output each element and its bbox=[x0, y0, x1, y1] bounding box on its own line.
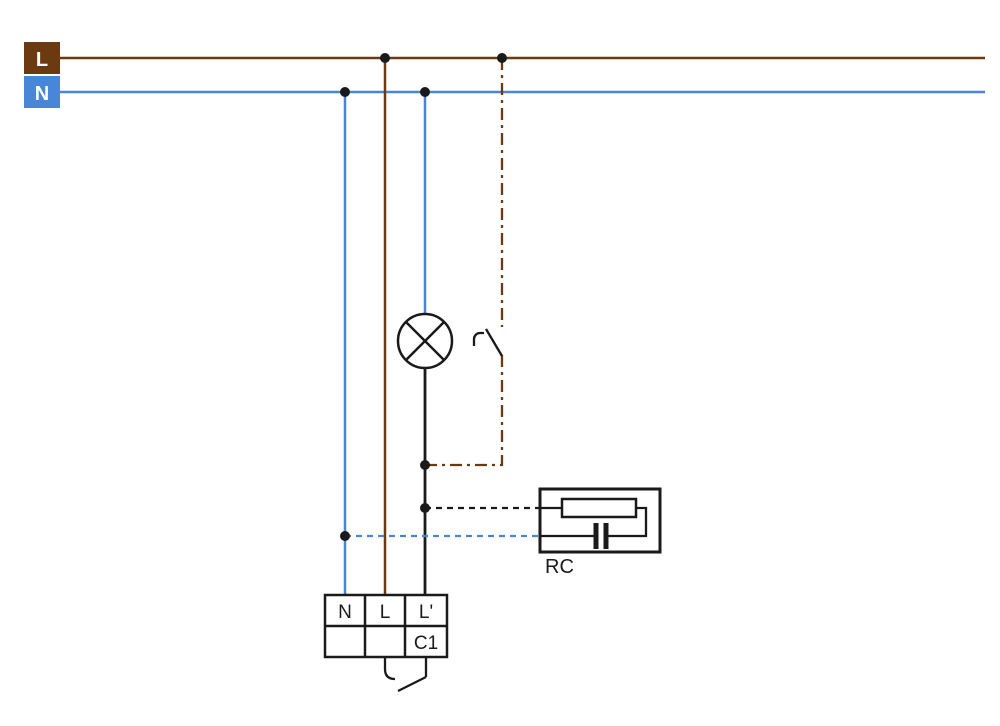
junction-dot bbox=[497, 53, 507, 63]
junction-dot bbox=[340, 87, 350, 97]
terminal-block: N L L' C1 bbox=[323, 593, 449, 659]
live-bus-label: L bbox=[36, 49, 48, 71]
neutral-bus-label: N bbox=[35, 83, 49, 105]
switch-branch-lower bbox=[425, 355, 504, 467]
lamp-symbol bbox=[396, 312, 454, 370]
neutral-label-box bbox=[24, 76, 60, 108]
rc-module: RC bbox=[538, 487, 662, 578]
terminal-label-l: L bbox=[380, 602, 391, 623]
switch-actuator-icon bbox=[472, 331, 484, 346]
rc-connections bbox=[345, 506, 540, 538]
junction-dot bbox=[420, 460, 430, 470]
rc-internal-wire-right bbox=[606, 506, 648, 538]
junction-dots bbox=[340, 53, 507, 541]
junction-dot bbox=[340, 531, 350, 541]
drop-wires bbox=[343, 58, 504, 597]
supply-bus: L N bbox=[24, 42, 985, 108]
terminal-label-c1: C1 bbox=[414, 633, 438, 654]
switch-contact-icon bbox=[485, 328, 503, 357]
live-label-box bbox=[24, 42, 60, 74]
junction-dot bbox=[420, 503, 430, 513]
switch-symbol bbox=[472, 328, 503, 357]
junction-dot bbox=[380, 53, 390, 63]
rc-label: RC bbox=[545, 556, 574, 578]
contact-blade-icon bbox=[397, 675, 427, 693]
internal-contact bbox=[383, 657, 428, 693]
terminal-label-l-prime: L' bbox=[419, 602, 433, 623]
contact-fixed-lead-icon bbox=[383, 657, 396, 681]
junction-dot bbox=[420, 87, 430, 97]
terminal-label-n: N bbox=[338, 602, 352, 623]
lamp-cross-stroke-2 bbox=[405, 321, 445, 361]
